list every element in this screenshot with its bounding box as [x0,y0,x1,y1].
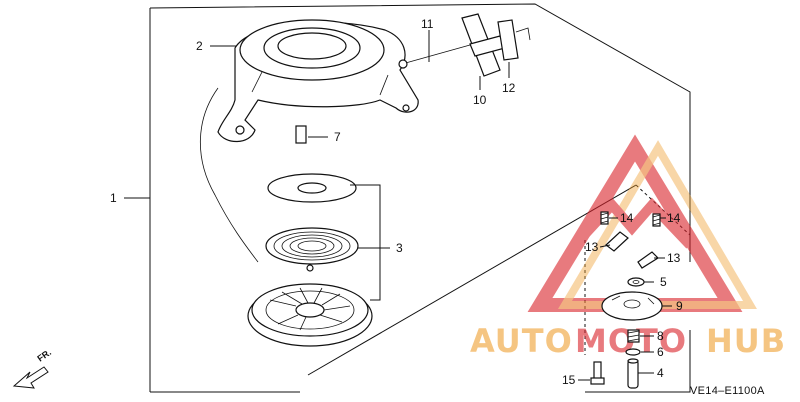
spring-small [295,125,307,144]
starter-reel [247,283,373,347]
callout-15: 15 [562,373,576,387]
callout-11: 11 [421,17,434,31]
callout-4: 4 [657,366,664,380]
grip-insert [497,19,531,61]
mounting-bolt [590,361,605,385]
starter-rope [200,44,471,263]
callout-1: 1 [110,191,117,205]
callout-14-left: 14 [620,211,634,225]
callout-13-left: 13 [585,240,599,254]
diagram-code: VE14–E1100A [690,385,765,397]
starter-grip [461,13,506,77]
callout-6: 6 [657,345,664,359]
callout-10: 10 [473,93,487,107]
callout-7: 7 [334,130,341,144]
callout-3: 3 [396,241,403,255]
starter-housing [217,19,419,143]
front-direction-indicator: FR. [12,347,53,389]
callout-5: 5 [660,275,667,289]
friction-spring [627,329,640,343]
washer-small [627,277,645,287]
callout-12: 12 [502,81,516,95]
leader-lines [124,30,672,381]
washer-large [267,173,357,203]
friction-plate [601,291,663,321]
front-label: FR. [35,347,53,364]
front-arrow-icon [12,366,49,389]
callout-8: 8 [657,329,664,343]
callout-13-right: 13 [667,251,681,265]
center-pin [627,358,639,389]
recoil-spring-coil [265,227,359,272]
watermark-brand-auto: AUTO [470,322,573,360]
callout-14-right: 14 [667,211,681,225]
washer-tiny [625,348,641,356]
ratchets [605,231,659,269]
callout-labels: 1 2 3 4 5 6 7 8 9 10 11 12 13 13 14 14 1… [110,17,683,387]
ratchet-springs [600,211,661,227]
callout-2: 2 [196,39,203,53]
callout-9: 9 [676,299,683,313]
watermark-brand-hub: HUB [706,322,786,360]
